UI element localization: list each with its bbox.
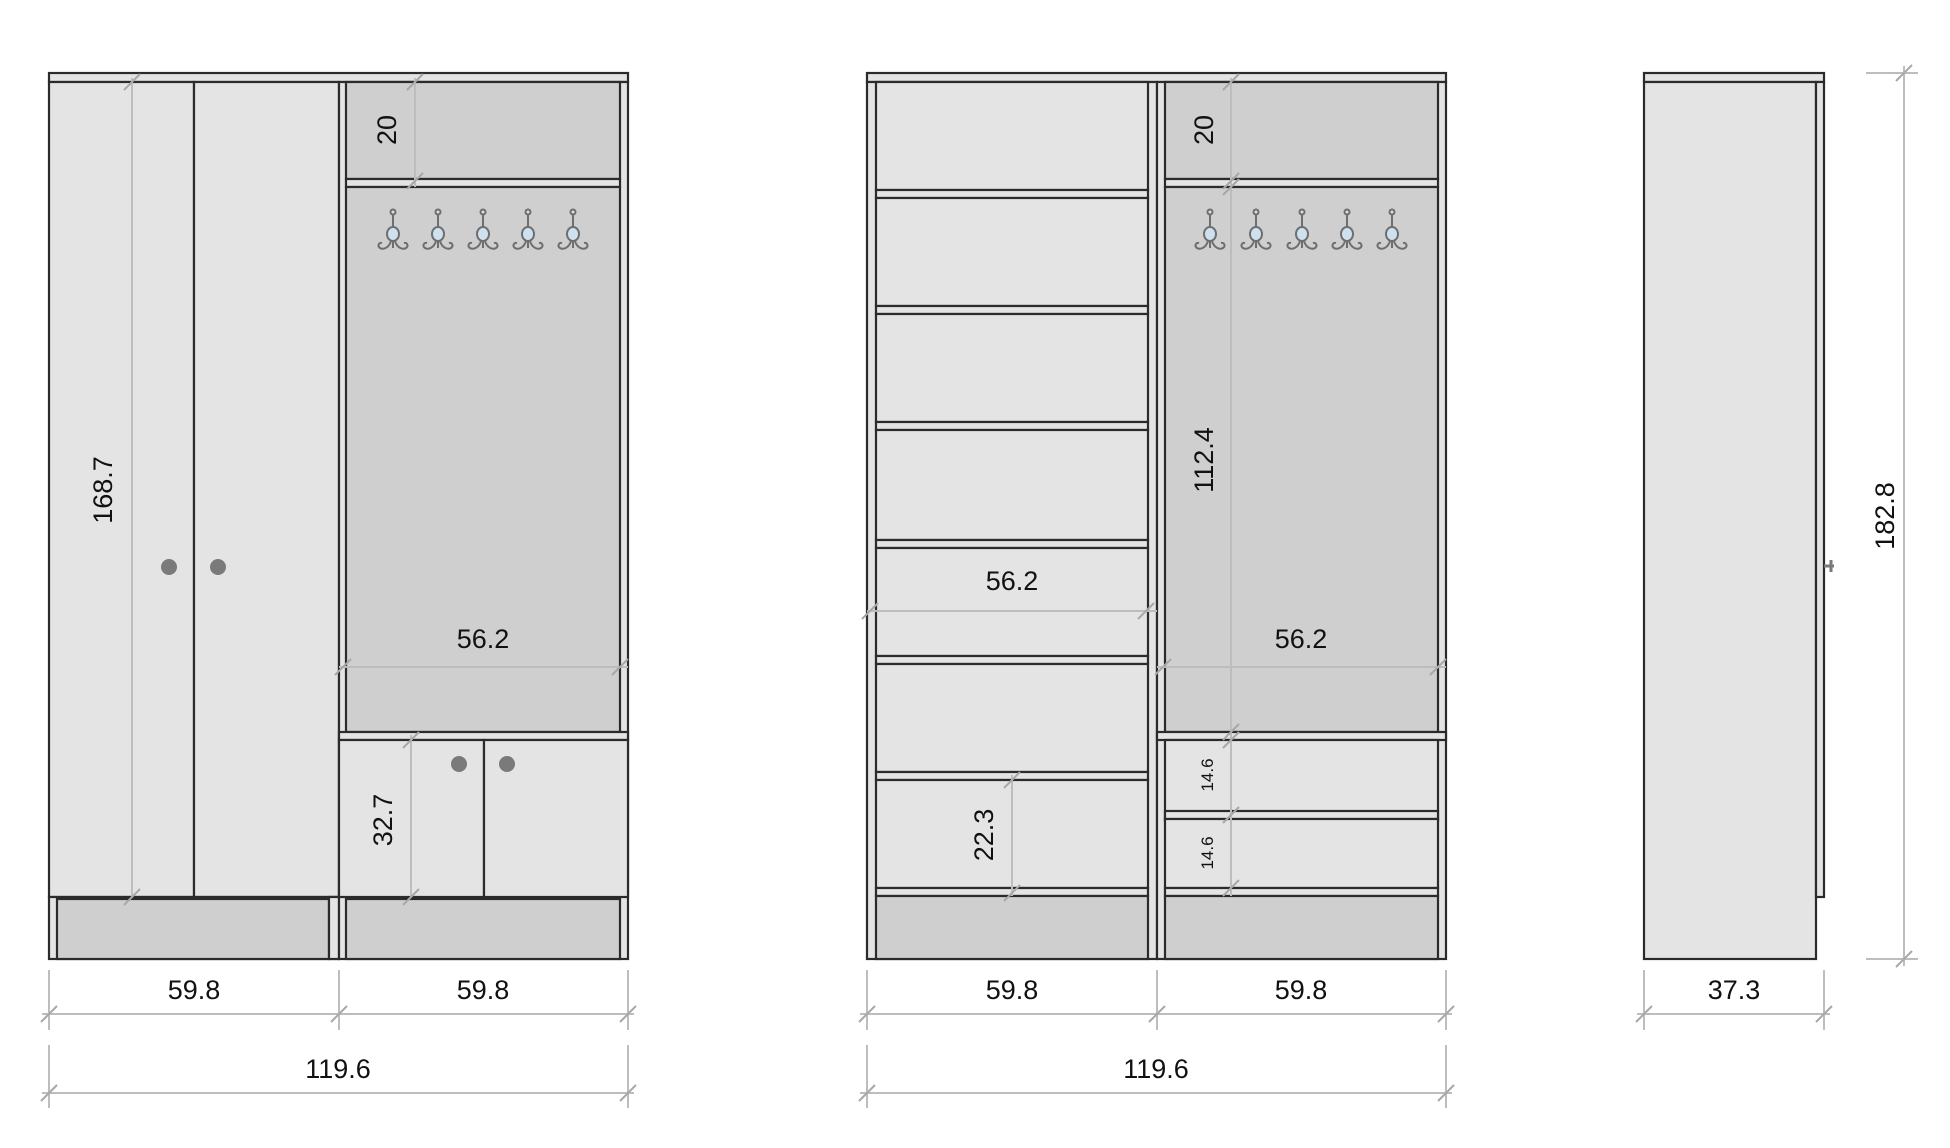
door-edge — [1814, 80, 1826, 899]
shelf-compartment — [874, 662, 1150, 774]
dim-right-width: 59.8 — [1275, 975, 1328, 1005]
drawer-divider — [1163, 809, 1440, 821]
dim-total-width: 119.6 — [305, 1054, 371, 1084]
knob-icon — [161, 559, 177, 575]
dim-top-shelf-height: 20 — [1189, 115, 1219, 145]
shelf-compartment — [874, 196, 1150, 308]
knob-icon — [210, 559, 226, 575]
side-panel — [1642, 80, 1818, 961]
plinth-right — [344, 897, 622, 961]
shelf-compartment — [874, 428, 1150, 542]
dim-total-height: 182.8 — [1870, 482, 1900, 550]
dim-shelf-width: 56.2 — [986, 566, 1039, 596]
top-compartment — [344, 80, 622, 181]
dim-total-width: 119.6 — [1123, 1054, 1189, 1084]
knob-icon — [451, 756, 467, 772]
tall-door-left — [47, 80, 196, 899]
knob-side-icon — [1824, 560, 1834, 572]
top-board — [1642, 71, 1826, 84]
tall-door-right — [192, 80, 341, 899]
side-view: 182.8 37.3 — [1635, 64, 1918, 1030]
shelf — [874, 304, 1150, 316]
dim-left-width: 59.8 — [986, 975, 1039, 1005]
shelf — [337, 730, 630, 742]
hanging-compartment — [344, 185, 622, 734]
top-compartment — [1163, 80, 1440, 181]
shelf — [344, 177, 622, 189]
dim-left-width: 59.8 — [168, 975, 221, 1005]
hanging-compartment — [1163, 185, 1440, 734]
shelf — [1163, 177, 1440, 189]
dim-right-width: 59.8 — [457, 975, 510, 1005]
front-view-open: 20 112.4 56.2 56.2 22.3 14.6 14.6 59.8 5… — [858, 71, 1455, 1108]
knob-icon — [499, 756, 515, 772]
shelf — [1155, 730, 1448, 742]
drawer-2 — [1163, 817, 1440, 890]
shelf — [874, 188, 1150, 200]
shelf-compartment — [874, 80, 1150, 192]
shelf — [874, 654, 1150, 666]
dim-drawer-1-height: 14.6 — [1198, 758, 1217, 791]
shelf-compartment — [874, 546, 1150, 658]
shelf — [874, 420, 1150, 432]
dim-top-shelf-height: 20 — [372, 115, 402, 145]
shelf — [1163, 886, 1440, 898]
dim-lower-door-height: 32.7 — [368, 794, 398, 847]
shelf — [874, 538, 1150, 550]
dim-open-width: 56.2 — [457, 624, 510, 654]
front-view-closed: 168.7 20 56.2 32.7 59.8 59.8 119.6 — [40, 71, 637, 1108]
dim-open-width: 56.2 — [1275, 624, 1328, 654]
side-strip — [327, 895, 341, 961]
dim-drawer-2-height: 14.6 — [1198, 836, 1217, 869]
plinth-left — [874, 894, 1150, 961]
plinth-left — [55, 897, 331, 961]
plinth-right — [1163, 894, 1440, 961]
drawer-1 — [1163, 738, 1440, 823]
dim-tall-door-height: 168.7 — [88, 456, 118, 524]
shelf-compartment — [874, 312, 1150, 424]
dim-depth: 37.3 — [1708, 975, 1761, 1005]
top-board — [865, 71, 1448, 84]
dim-hanging-height: 112.4 — [1189, 427, 1219, 493]
dim-bottom-shelf-height: 22.3 — [969, 809, 999, 862]
